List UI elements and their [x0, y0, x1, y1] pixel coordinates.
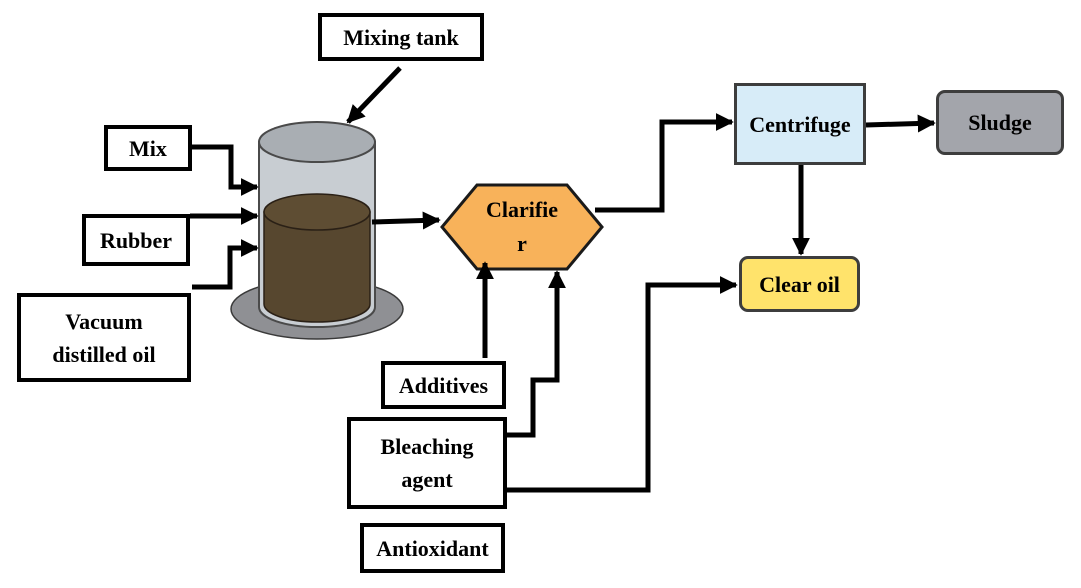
- arrow-bleaching-to-clarifier: [507, 270, 566, 438]
- tank-top-rim: [258, 121, 376, 163]
- arrow-vacuum-oil-to-tank: [192, 239, 259, 290]
- arrow-mix-to-tank: [190, 144, 259, 196]
- arrow-label-to-tank: [346, 66, 402, 124]
- rubber-input-box: Rubber: [82, 214, 190, 266]
- bleaching-agent-box: Bleaching agent: [347, 417, 507, 509]
- arrow-centrifuge-to-sludge: [865, 114, 936, 133]
- mixing-tank-vessel: [230, 121, 404, 340]
- vacuum-oil-line-1: Vacuum: [65, 308, 143, 334]
- mix-input-box: Mix: [104, 125, 192, 171]
- bleaching-agent-line-1: Bleaching: [380, 434, 474, 459]
- mixing-tank-label: Mixing tank: [318, 13, 484, 61]
- clarifier-label-line-1: Clarifie: [485, 196, 559, 222]
- bleaching-agent-line-2: agent: [401, 467, 453, 492]
- clarifier-hexagon: [440, 183, 604, 271]
- centrifuge-box: Centrifuge: [734, 83, 866, 165]
- sludge-box: Sludge: [936, 90, 1064, 155]
- clarifier-label: Clarifie r: [442, 185, 602, 269]
- additives-box: Additives: [381, 361, 506, 409]
- arrow-antioxidant-to-clear-oil: [507, 276, 738, 493]
- arrow-clarifier-to-centrifuge: [595, 113, 734, 213]
- vacuum-distilled-oil-box: Vacuum distilled oil: [17, 293, 191, 382]
- vacuum-oil-line-2: distilled oil: [52, 341, 156, 367]
- tank-oil-surface: [263, 193, 371, 231]
- clear-oil-box: Clear oil: [739, 256, 860, 312]
- tank-oil: [263, 211, 371, 323]
- antioxidant-box: Antioxidant: [360, 523, 505, 573]
- clarifier-label-line-2: r: [517, 231, 527, 256]
- arrow-tank-to-clarifier: [371, 211, 441, 230]
